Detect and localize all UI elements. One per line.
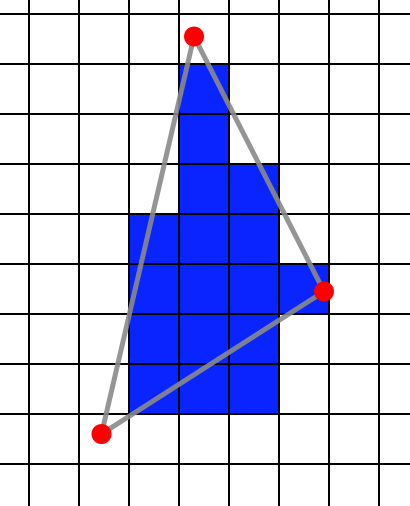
filled-cell-3-5 xyxy=(179,264,229,314)
filled-cell-3-3 xyxy=(179,164,229,214)
triangle-vertices xyxy=(91,26,334,444)
filled-cell-4-5 xyxy=(229,264,279,314)
filled-cell-4-4 xyxy=(229,214,279,264)
triangle-edges xyxy=(99,34,327,437)
filled-cell-3-2 xyxy=(179,114,229,164)
filled-cell-3-7 xyxy=(179,364,229,414)
filled-cell-2-6 xyxy=(129,314,179,364)
vertex-bottom-left xyxy=(91,424,112,444)
triangle xyxy=(99,34,327,437)
filled-cell-3-4 xyxy=(179,214,229,264)
filled-cell-4-7 xyxy=(229,364,279,414)
vertex-right xyxy=(314,281,334,302)
vertex-top xyxy=(184,26,204,47)
filled-cell-2-4 xyxy=(129,214,179,264)
